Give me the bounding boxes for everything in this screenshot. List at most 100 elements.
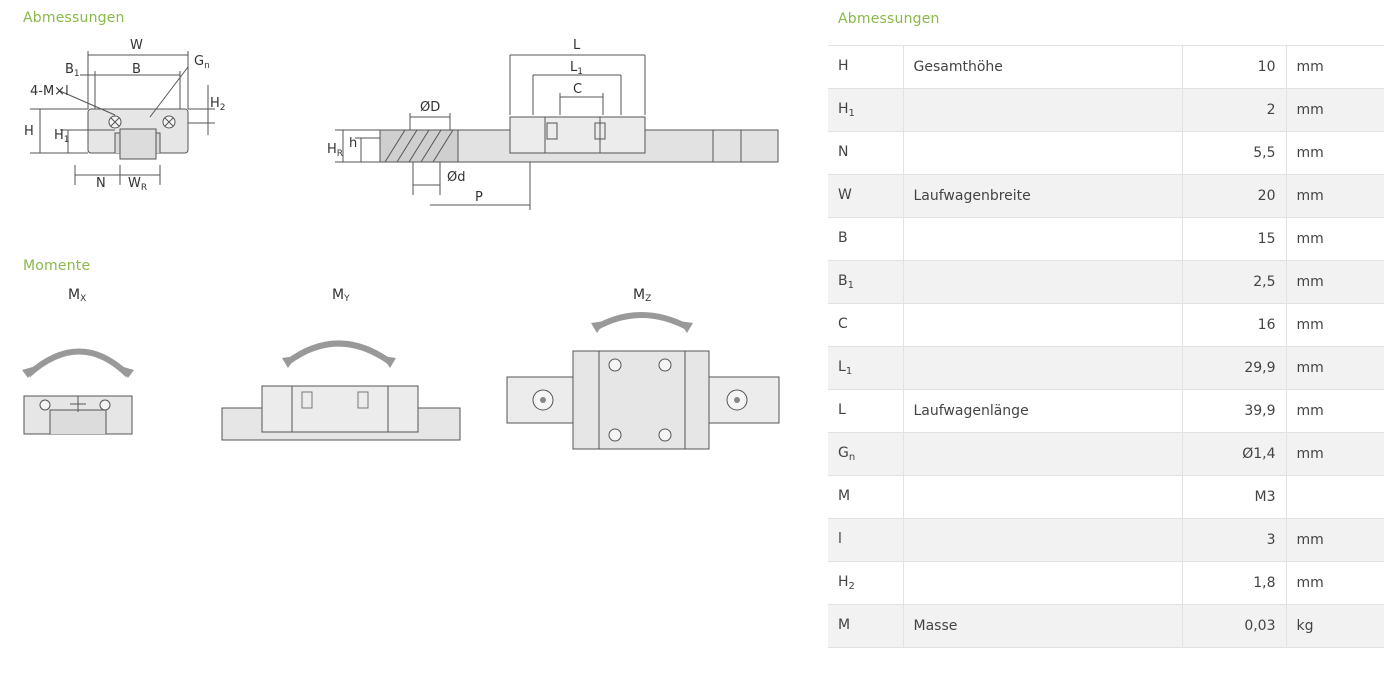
row-value: Ø1,4 [1182,432,1287,476]
row-value: 0,03 [1182,604,1287,648]
front-label-b1: B1 [65,62,80,79]
moment-mx-label: MX [68,287,87,304]
row-value: 2 [1182,88,1287,132]
side-label-l: L [573,38,581,53]
row-unit: mm [1286,131,1384,175]
row-unit: mm [1286,174,1384,218]
row-unit: mm [1286,561,1384,605]
row-value: 5,5 [1182,131,1287,175]
row-value: 2,5 [1182,260,1287,304]
row-symbol: H2 [828,561,904,605]
front-label-wr: WR [128,176,147,193]
row-symbol: L [828,389,904,433]
row-description: Laufwagenbreite [903,174,1183,218]
row-value: 3 [1182,518,1287,562]
moment-mx-illustration [22,348,134,435]
row-unit: mm [1286,88,1384,132]
moment-mz-label: MZ [633,287,652,304]
row-description [903,303,1183,347]
row-unit: mm [1286,389,1384,433]
row-symbol: W [828,174,904,218]
row-symbol: H1 [828,88,904,132]
row-description [903,346,1183,390]
row-symbol: N [828,131,904,175]
row-unit: mm [1286,518,1384,562]
row-symbol: H [828,45,904,89]
row-unit: mm [1286,260,1384,304]
dimensions-section-title: Abmessungen [23,10,125,26]
row-unit [1286,475,1384,519]
row-unit: mm [1286,45,1384,89]
row-value: 15 [1182,217,1287,261]
row-symbol: M [828,604,904,648]
row-symbol: B1 [828,260,904,304]
side-label-hr: HR [327,142,343,159]
row-description [903,217,1183,261]
side-label-h: h [349,136,357,151]
row-description [903,432,1183,476]
row-symbol: L1 [828,346,904,390]
row-unit: mm [1286,346,1384,390]
row-symbol: Gn [828,432,904,476]
row-value: 29,9 [1182,346,1287,390]
row-symbol: C [828,303,904,347]
row-description [903,561,1183,605]
front-label-h2: H2 [210,96,226,113]
row-unit: mm [1286,432,1384,476]
moment-my-label: MY [332,287,350,304]
row-unit: mm [1286,303,1384,347]
row-description [903,260,1183,304]
row-unit: kg [1286,604,1384,648]
row-unit: mm [1286,217,1384,261]
side-view-drawing: L L1 C ØD HR h Ød P [327,38,779,210]
row-symbol: B [828,217,904,261]
front-label-w: W [130,38,143,53]
front-label-h1: H1 [54,128,70,145]
front-label-b: B [132,62,141,77]
side-label-od: ØD [420,100,440,115]
front-label-m: 4-M×l [30,84,69,99]
row-symbol: M [828,475,904,519]
row-description: Gesamthöhe [903,45,1183,89]
row-description: Masse [903,604,1183,648]
moment-my-illustration [221,340,461,441]
row-value: 20 [1182,174,1287,218]
row-value: 1,8 [1182,561,1287,605]
row-description [903,131,1183,175]
front-label-h: H [24,124,34,139]
row-description [903,88,1183,132]
side-label-c: C [573,82,582,97]
side-label-p: P [475,190,483,205]
moment-mz-illustration [506,312,780,450]
row-value: 10 [1182,45,1287,89]
row-description [903,518,1183,562]
front-view-drawing: W B1 B Gn 4-M×l H2 H H1 N WR [24,38,226,193]
moments-section-title: Momente [23,258,91,274]
side-label-d: Ød [447,170,465,185]
front-label-gn: Gn [194,54,210,71]
table-row: M M3 [828,475,1384,519]
row-value: M3 [1182,475,1287,519]
side-label-l1: L1 [570,60,583,77]
row-value: 39,9 [1182,389,1287,433]
row-symbol: l [828,518,904,562]
table-title: Abmessungen [838,11,940,27]
row-description: Laufwagenlänge [903,389,1183,433]
front-label-n: N [96,176,106,191]
row-value: 16 [1182,303,1287,347]
row-description [903,475,1183,519]
